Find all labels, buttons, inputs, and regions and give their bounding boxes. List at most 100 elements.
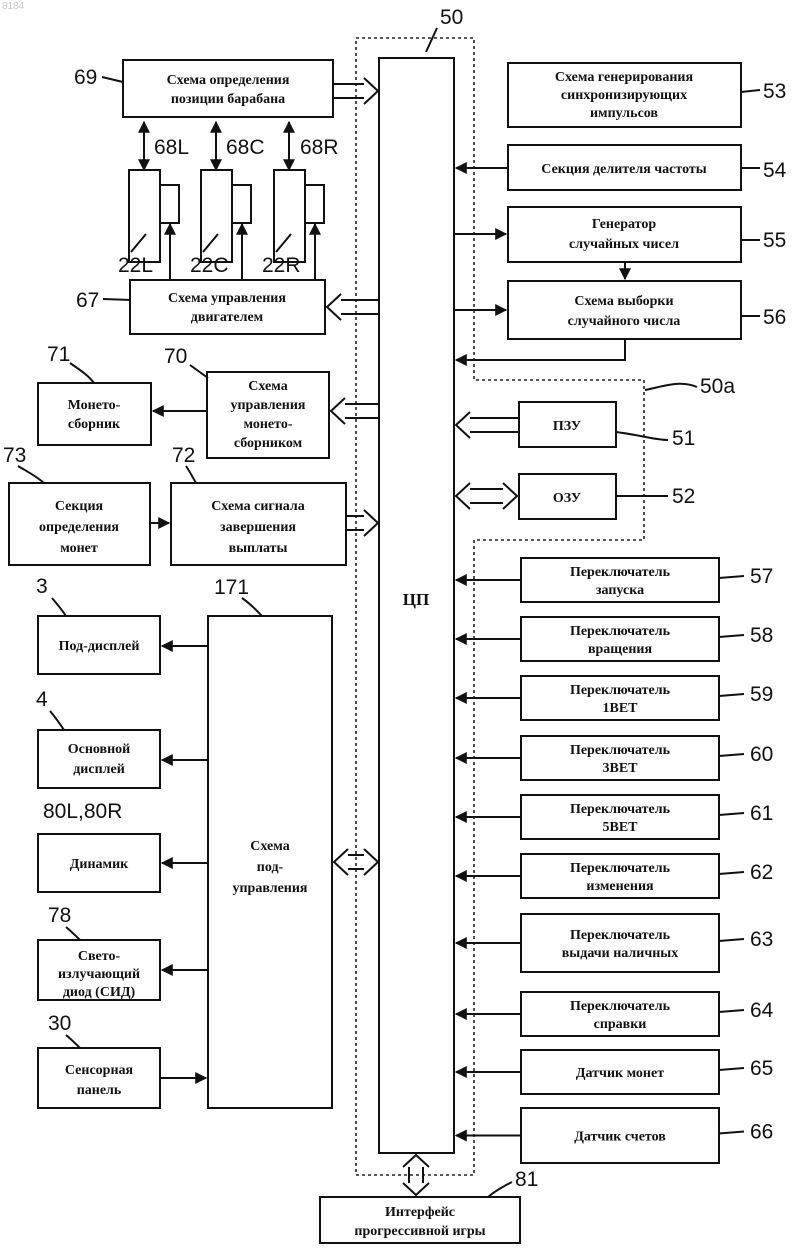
payout-block: Схема сигнала завершения выплаты bbox=[171, 483, 346, 565]
cpu-to-motor-bus bbox=[327, 294, 379, 320]
switch-ref-leader bbox=[719, 635, 744, 637]
hopper-control-label-3: монето- bbox=[244, 417, 293, 432]
cpu-area-ref-leader bbox=[645, 384, 697, 390]
hopper-control-block: Схема управления монето- сборником bbox=[207, 372, 329, 458]
switch-ref-leader bbox=[719, 813, 744, 815]
switch-ref: 66 bbox=[750, 1121, 773, 1144]
reel-center-sensor-ref: 68C bbox=[226, 136, 265, 159]
switch-label: Переключатель bbox=[570, 928, 671, 943]
speaker-block: Динамик bbox=[38, 834, 160, 892]
main-display-ref-leader bbox=[50, 711, 64, 730]
sampler-to-cpu-arrow bbox=[456, 339, 625, 360]
switch-ref: 61 bbox=[750, 802, 773, 825]
ram-label: ОЗУ bbox=[553, 491, 581, 506]
drum-position-ref-leader bbox=[102, 77, 123, 82]
touch-panel-label-1: Сенсорная bbox=[65, 1063, 134, 1078]
hopper-control-label-4: сборником bbox=[234, 436, 303, 451]
switch-ref: 58 bbox=[750, 624, 773, 647]
sync-pulse-ref: 53 bbox=[763, 80, 786, 103]
switch-label: 3BET bbox=[602, 761, 638, 776]
sync-pulse-label-3: импульсов bbox=[590, 106, 658, 121]
main-display-label-1: Основной bbox=[68, 742, 131, 757]
switch-block-64: Переключатель справки 64 bbox=[456, 992, 774, 1036]
led-block: Свето- излучающий диод (СИД) bbox=[38, 940, 160, 1000]
led-label-1: Свето- bbox=[78, 949, 121, 964]
freq-divider-block: Секция делителя частоты bbox=[508, 145, 741, 190]
sync-pulse-ref-leader bbox=[741, 90, 760, 92]
switch-ref: 64 bbox=[750, 999, 774, 1022]
coin-detect-label-3: монет bbox=[60, 541, 98, 556]
hopper-control-ref: 70 bbox=[164, 345, 187, 368]
motor-control-ref-leader bbox=[103, 299, 130, 300]
switch-ref: 60 bbox=[750, 743, 773, 766]
progressive-interface-label-2: прогрессивной игры bbox=[354, 1224, 485, 1239]
sub-control-ref-leader bbox=[242, 598, 262, 616]
touch-panel-ref: 30 bbox=[48, 1012, 71, 1035]
switch-ref-leader bbox=[719, 576, 744, 578]
switch-block-66: Датчик счетов 66 bbox=[456, 1108, 773, 1163]
hopper-label-2: сборник bbox=[68, 417, 121, 432]
switch-label: справки bbox=[594, 1017, 647, 1032]
touch-panel-label-2: панель bbox=[77, 1083, 122, 1098]
hopper-label-1: Монето- bbox=[68, 398, 121, 413]
switch-ref-leader bbox=[719, 694, 744, 696]
main-display-block: Основной дисплей bbox=[38, 730, 160, 788]
switch-ref: 62 bbox=[750, 861, 773, 884]
switch-block-63: Переключатель выдачи наличных 63 bbox=[456, 914, 773, 972]
switch-label: Переключатель bbox=[570, 743, 671, 758]
cpu-label: ЦП bbox=[403, 590, 429, 609]
switch-label: запуска bbox=[596, 583, 644, 598]
switch-group: Переключатель запуска 57Переключатель враще… bbox=[456, 558, 774, 1163]
switch-ref: 57 bbox=[750, 565, 773, 588]
switch-block-65: Датчик монет65 bbox=[456, 1050, 773, 1094]
watermark-text: 8184 bbox=[2, 1, 25, 12]
reel-left-ref: 22L bbox=[118, 254, 153, 277]
switch-ref-leader bbox=[719, 754, 744, 756]
drum-position-ref: 69 bbox=[74, 66, 97, 89]
cpu-ref: 50 bbox=[440, 6, 463, 29]
switch-ref-leader bbox=[719, 1068, 744, 1070]
motor-control-ref: 67 bbox=[76, 289, 99, 312]
switch-label: 1BET bbox=[602, 701, 638, 716]
switch-label: Переключатель bbox=[570, 999, 671, 1014]
sub-control-ref: 171 bbox=[214, 576, 249, 599]
switch-label: 5BET bbox=[602, 820, 638, 835]
sampler-ref: 56 bbox=[763, 306, 786, 329]
switch-block-58: Переключательвращения58 bbox=[456, 617, 773, 661]
led-label-2: излучающий bbox=[58, 967, 140, 982]
cpu-ref-leader bbox=[426, 28, 437, 52]
switch-ref-leader bbox=[719, 939, 744, 941]
drum-position-label-1: Схема определения bbox=[167, 73, 290, 88]
switch-ref: 63 bbox=[750, 928, 773, 951]
cpu-ram-bus bbox=[456, 483, 517, 509]
sync-pulse-block: Схема генерирования синхронизирующих имп… bbox=[508, 63, 741, 127]
drum-position-block: Схема определения позиции барабана bbox=[123, 60, 333, 117]
payout-to-cpu-bus bbox=[346, 510, 378, 536]
switch-label: выдачи наличных bbox=[562, 946, 678, 961]
switch-label: Переключатель bbox=[570, 861, 671, 876]
main-display-label-2: дисплей bbox=[73, 762, 125, 777]
motor-control-label-1: Схема управления bbox=[168, 291, 286, 306]
rng-label-2: случайных чисел bbox=[569, 237, 679, 252]
sub-control-label-2: под- bbox=[257, 860, 284, 875]
switch-block-60: Переключатель 3BET 60 bbox=[456, 736, 773, 780]
reel-left-sensor-ref: 68L bbox=[154, 136, 189, 159]
switch-label: изменения bbox=[586, 879, 654, 894]
switch-ref-leader bbox=[719, 1132, 744, 1134]
coin-detect-block: Секция определения монет bbox=[9, 483, 150, 565]
sub-display-ref: 3 bbox=[36, 575, 48, 598]
ram-ref: 52 bbox=[672, 485, 695, 508]
switch-label: Переключатель bbox=[570, 683, 671, 698]
switch-block-59: Переключатель 1BET 59 bbox=[456, 676, 773, 720]
switch-ref: 59 bbox=[750, 683, 773, 706]
motor-control-label-2: двигателем bbox=[191, 310, 264, 325]
switch-label: Датчик счетов bbox=[574, 1130, 666, 1145]
hopper-control-label-2: управления bbox=[230, 398, 305, 413]
touch-panel-ref-leader bbox=[66, 1035, 80, 1048]
sub-control-block: Схема под- управления bbox=[208, 616, 332, 1108]
cpu-to-hopper-ctrl-bus bbox=[331, 398, 379, 424]
progressive-interface-block: Интерфейс прогрессивной игры bbox=[320, 1197, 520, 1243]
switch-label: вращения bbox=[588, 642, 653, 657]
rng-block: Генератор случайных чисел bbox=[508, 207, 741, 262]
